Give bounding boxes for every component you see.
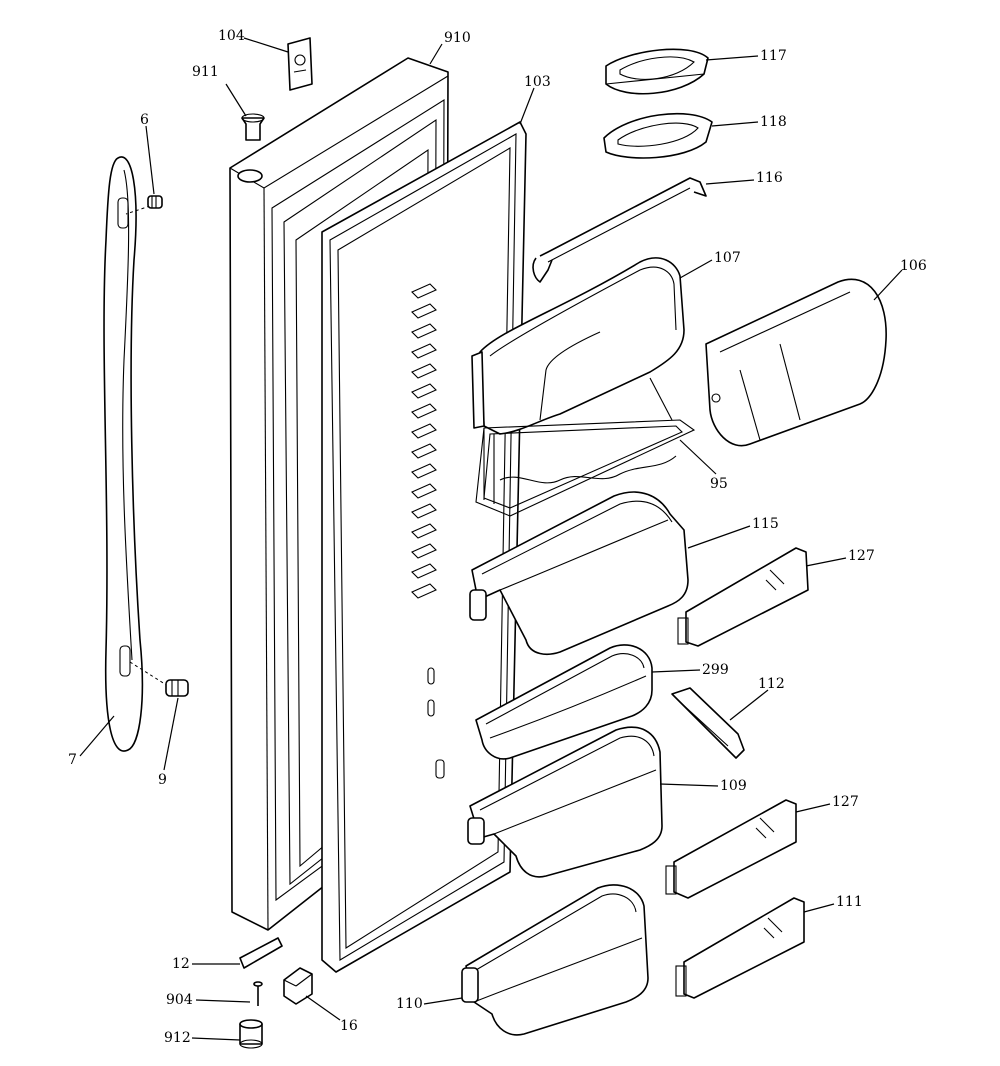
door-handle [103, 156, 144, 752]
callout-104: 104 [218, 28, 245, 44]
door-bin-110 [461, 884, 649, 1036]
leader-lines [79, 37, 903, 1041]
callout-910: 910 [444, 30, 471, 46]
callout-103: 103 [524, 74, 551, 90]
callout-labels: 104 910 911 103 6 117 118 116 107 106 95… [68, 28, 927, 1046]
callout-9: 9 [158, 772, 167, 788]
callout-116: 116 [756, 170, 783, 186]
hinge-screw-904 [253, 981, 263, 1006]
bin-front-127-lower [665, 799, 797, 899]
dairy-bin-118 [603, 112, 713, 159]
bin-front-127-upper [677, 547, 809, 647]
callout-127-lower: 127 [832, 794, 859, 810]
door-bin-107 [471, 257, 685, 435]
rating-label [287, 37, 313, 91]
door-bin-109 [467, 726, 663, 878]
callout-117: 117 [760, 48, 787, 64]
liner-shelf-supports [411, 283, 445, 779]
callout-106: 106 [900, 258, 927, 274]
callout-912: 912 [164, 1030, 191, 1046]
callout-127-upper: 127 [848, 548, 875, 564]
callout-7: 7 [68, 752, 77, 768]
callout-12: 12 [172, 956, 190, 972]
door-bin-106 [705, 278, 887, 447]
door-bin-299 [475, 644, 653, 760]
door-bin-115 [469, 491, 689, 655]
hinge-pin-912 [239, 1019, 263, 1049]
callout-111: 111 [836, 894, 863, 910]
callout-118: 118 [760, 114, 787, 130]
handle-screw-top [125, 195, 163, 215]
dairy-rail-116 [532, 177, 707, 283]
callout-904: 904 [166, 992, 193, 1008]
callout-299: 299 [702, 662, 729, 678]
callout-109: 109 [720, 778, 747, 794]
wine-rack-95 [475, 377, 696, 517]
hinge-bracket-16 [283, 967, 313, 1005]
bin-clip-112 [671, 687, 745, 759]
handle-screw-bottom [129, 661, 189, 697]
callout-16: 16 [340, 1018, 358, 1034]
bin-front-111 [675, 897, 805, 999]
callout-911: 911 [192, 64, 219, 80]
door-plug-top [241, 113, 265, 141]
callout-112: 112 [758, 676, 785, 692]
callout-107: 107 [714, 250, 741, 266]
callout-115: 115 [752, 516, 779, 532]
hinge-shim-12 [239, 937, 283, 969]
callout-95: 95 [710, 476, 728, 492]
callout-6: 6 [140, 112, 149, 128]
callout-110: 110 [396, 996, 423, 1012]
dairy-door-117 [605, 48, 709, 95]
